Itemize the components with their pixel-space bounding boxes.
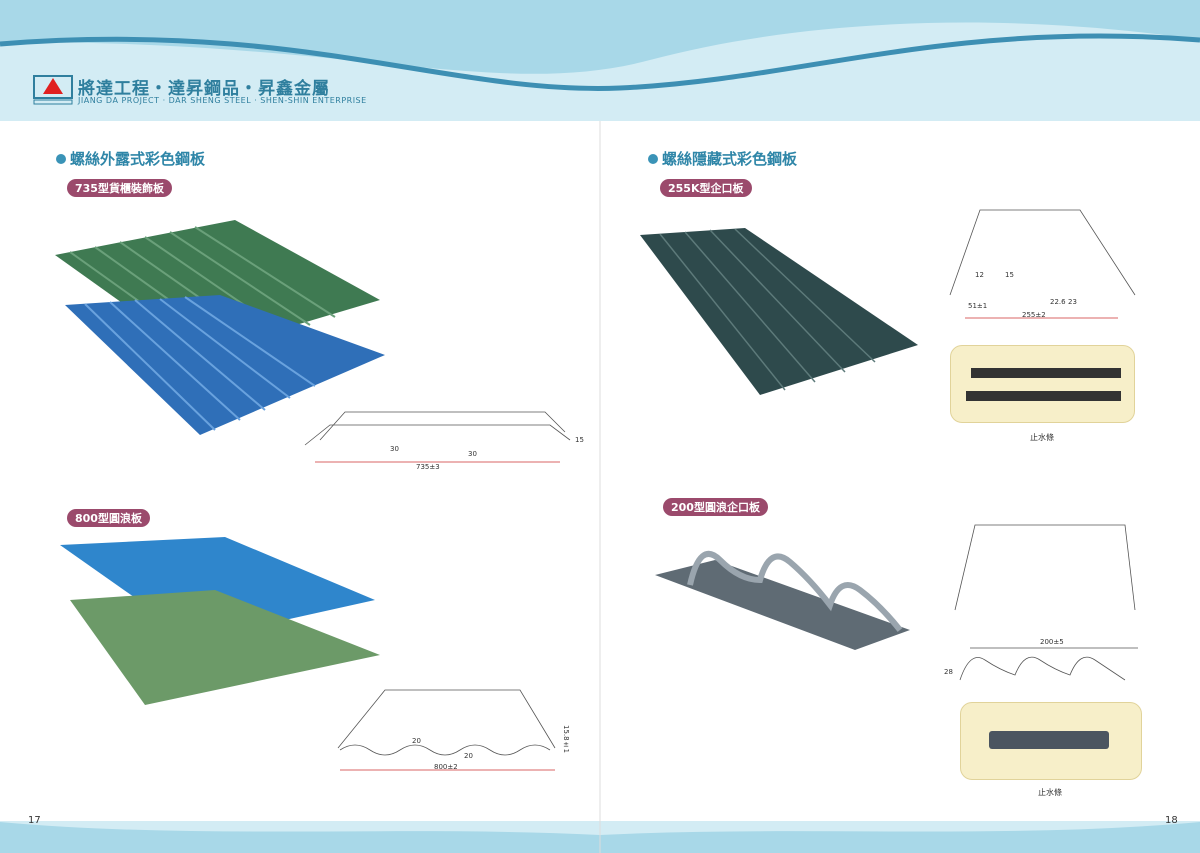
company-logo bbox=[33, 75, 73, 105]
water-stop-caption: 止水條 bbox=[1030, 433, 1054, 442]
product-label-735: 735型貨櫃裝飾板 bbox=[67, 179, 172, 197]
company-name-en: JIANG DA PROJECT · DAR SHENG STEEL · SHE… bbox=[78, 96, 367, 105]
dim-label: 15 bbox=[575, 436, 584, 444]
dim-label: 22.6 bbox=[1050, 298, 1066, 306]
profile-diagram-735 bbox=[304, 411, 571, 463]
dim-label: 735±3 bbox=[416, 463, 440, 471]
dim-label: 15 bbox=[1005, 271, 1014, 279]
right-section-title: 螺絲隱藏式彩色鋼板 bbox=[648, 148, 797, 169]
page-number-right: 18 bbox=[1165, 815, 1178, 826]
product-image-735 bbox=[55, 220, 385, 435]
left-section-title: 螺絲外露式彩色鋼板 bbox=[56, 148, 205, 169]
dim-label: 51±1 bbox=[968, 302, 988, 310]
product-label-200: 200型圓浪企口板 bbox=[663, 498, 768, 516]
dim-label: 30 bbox=[468, 450, 477, 458]
dim-label: 200±5 bbox=[1040, 638, 1064, 646]
water-stop-image bbox=[960, 702, 1142, 780]
product-label-800: 800型圓浪板 bbox=[67, 509, 150, 527]
dim-label: 20 bbox=[412, 737, 421, 745]
profile-diagram-800 bbox=[337, 689, 556, 771]
dim-label: 20 bbox=[464, 752, 473, 760]
dim-label: 23 bbox=[1068, 298, 1077, 306]
water-stop-image bbox=[950, 345, 1135, 423]
dim-label: 28 bbox=[944, 668, 953, 676]
water-stop-caption: 止水條 bbox=[1038, 788, 1062, 797]
dim-label: 30 bbox=[390, 445, 399, 453]
product-image-200 bbox=[655, 551, 910, 650]
product-label-255k: 255K型企口板 bbox=[660, 179, 752, 197]
product-image-800 bbox=[60, 537, 380, 705]
dim-label: 800±2 bbox=[434, 763, 458, 771]
dim-label: 12 bbox=[975, 271, 984, 279]
dim-label: 15.8±1 bbox=[562, 725, 570, 754]
page-number-left: 17 bbox=[28, 815, 41, 826]
product-image-255k bbox=[640, 228, 918, 395]
dim-label: 255±2 bbox=[1022, 311, 1046, 319]
profile-diagram-200 bbox=[954, 524, 1138, 681]
profile-diagram-255k bbox=[949, 209, 1136, 319]
company-name-zh: 將達工程・達昇鋼品・昇鑫金屬 bbox=[78, 79, 330, 99]
